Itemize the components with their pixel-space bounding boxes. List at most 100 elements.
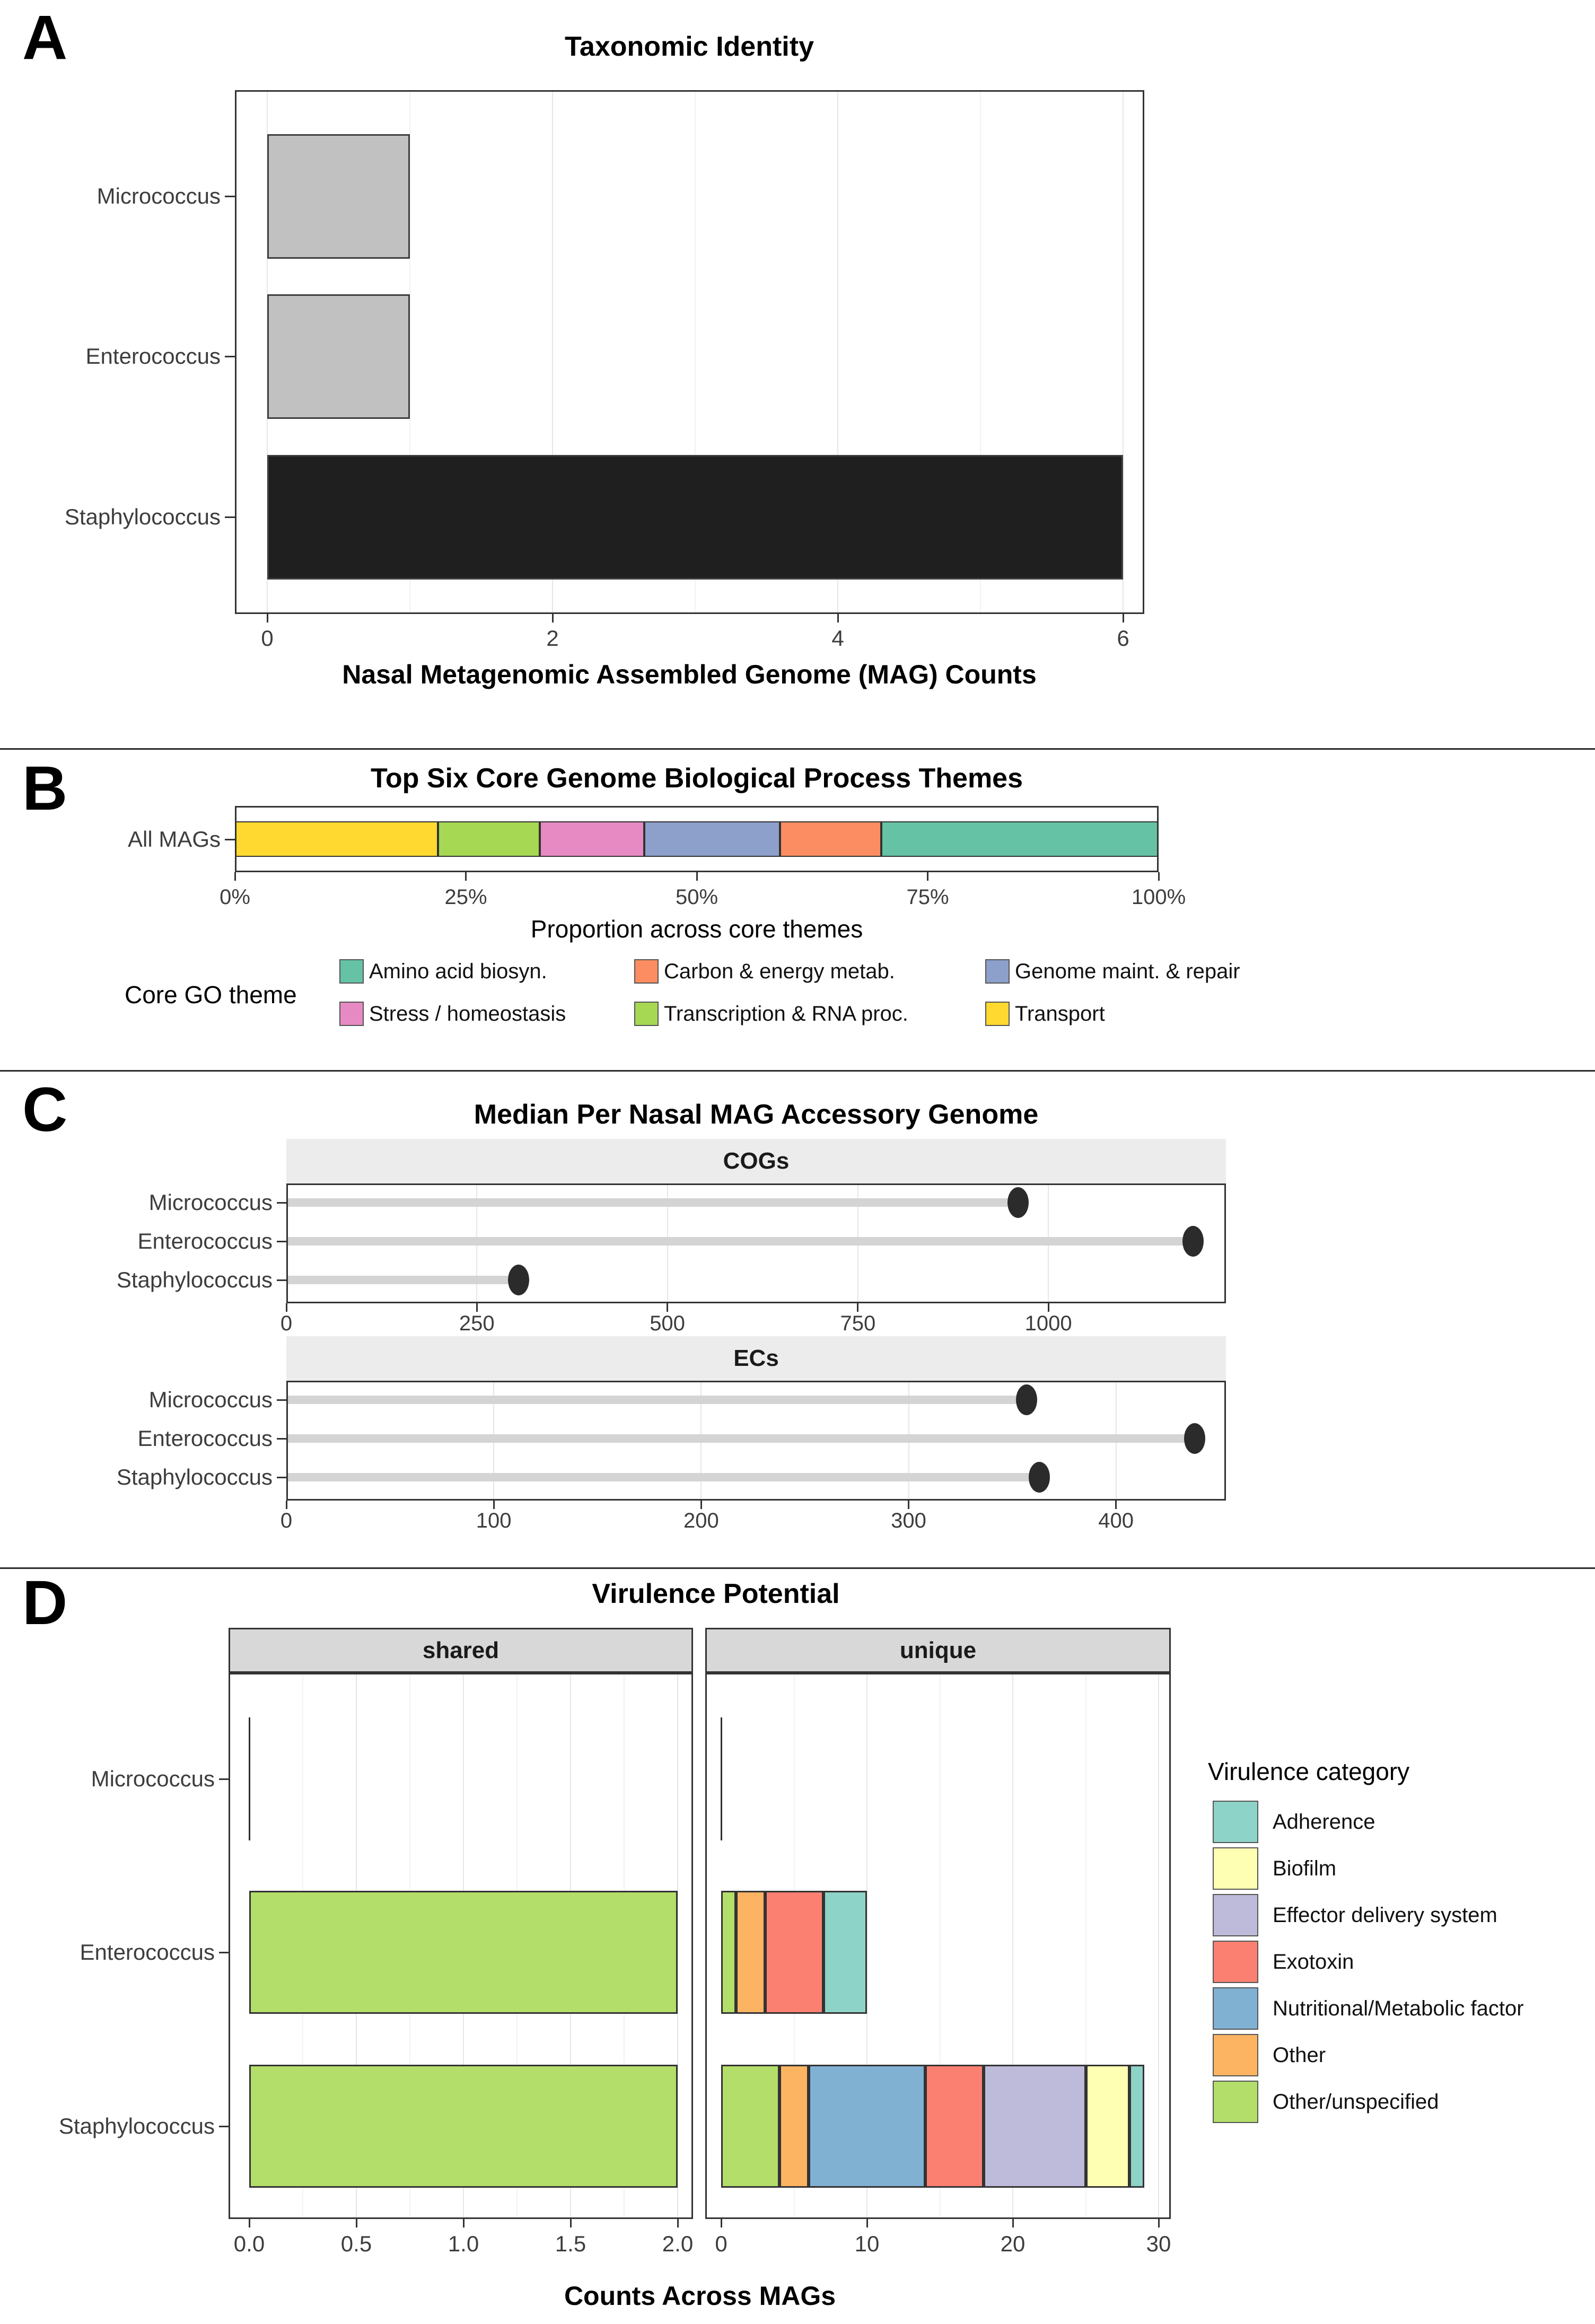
x-tick [248, 2219, 250, 2227]
y-label-micrococcus: Micrococcus [97, 183, 221, 208]
x-tick [234, 872, 236, 881]
y-tick [277, 1240, 286, 1242]
y-tick [219, 1778, 229, 1780]
x-tick-label: 0 [280, 1312, 293, 1335]
legend-key-amino-acid-biosyn- [339, 959, 364, 984]
legend-key-other [1213, 2034, 1258, 2076]
bar-staphylococcus [267, 454, 1123, 580]
gridline-minor [980, 90, 981, 614]
legend-label: Other/unspecified [1273, 2090, 1439, 2113]
x-tick-label: 400 [1098, 1509, 1134, 1532]
x-tick [1012, 2219, 1014, 2227]
legend-label: Exotoxin [1273, 1950, 1354, 1974]
y-tick [219, 1951, 229, 1953]
x-tick-label: 10 [854, 2231, 880, 2256]
legend-key-transcription-rna-proc- [634, 1002, 659, 1026]
x-tick-label: 250 [459, 1312, 495, 1335]
x-tick-label: 200 [683, 1509, 719, 1532]
panel-a-title: Taxonomic Identity [565, 31, 814, 62]
x-tick [285, 1303, 287, 1312]
x-axis-label: Counts Across MAGs [564, 2281, 836, 2311]
x-tick-label: 500 [650, 1312, 685, 1335]
x-tick [569, 2219, 572, 2227]
panel-b-title: Top Six Core Genome Biological Process T… [370, 763, 1023, 794]
x-tick [1115, 1501, 1117, 1509]
legend-label: Effector delivery system [1273, 1904, 1497, 1927]
y-tick [277, 1202, 286, 1204]
gridline-major [552, 90, 553, 614]
facet-strip-label-shared: shared [422, 1637, 499, 1663]
panel-a-border [235, 90, 1144, 614]
legend-label: Biofilm [1273, 1857, 1337, 1880]
x-tick [908, 1501, 909, 1509]
y-label-all-mags: All MAGs [127, 827, 221, 852]
bar-segment-other-unspecified [249, 2065, 678, 2188]
bar-micrococcus [267, 134, 410, 259]
gridline-minor [695, 90, 696, 614]
y-tick [277, 1399, 286, 1401]
zero-bar-micrococcus [248, 1717, 250, 1840]
lollipop-dot-enterococcus [1184, 1423, 1206, 1454]
legend-key-stress-homeostasis [339, 1002, 364, 1026]
x-tick-label: 25% [444, 885, 487, 909]
x-tick-label: 0.0 [233, 2231, 265, 2256]
facet-strip-label-cogs: COGs [723, 1148, 790, 1174]
facet-strip-unique [705, 1628, 1171, 1673]
y-label-enterococcus: Enterococcus [85, 344, 221, 369]
y-tick [225, 516, 235, 518]
segment-transcription-rna-proc- [438, 821, 540, 857]
bar-segment-adherence [1129, 2065, 1144, 2188]
y-label-enterococcus: Enterococcus [80, 1940, 215, 1965]
x-tick-label: 0 [261, 626, 274, 651]
legend-label: Genome maint. & repair [1015, 960, 1240, 983]
x-tick [1047, 1303, 1049, 1312]
lollipop-stem-enterococcus [286, 1434, 1195, 1443]
x-tick [837, 614, 839, 622]
x-tick-label: 1000 [1024, 1312, 1072, 1335]
x-tick [1122, 614, 1124, 622]
panel-a-letter: A [22, 3, 68, 73]
lollipop-stem-staphylococcus [286, 1473, 1039, 1481]
y-tick [225, 195, 235, 197]
facet-border-shared [229, 1673, 693, 2219]
x-tick-label: 50% [675, 885, 718, 909]
x-tick [866, 2219, 868, 2227]
x-tick-label: 0% [220, 885, 250, 909]
x-tick [667, 1303, 669, 1312]
lollipop-stem-micrococcus [286, 1198, 1018, 1207]
bar-segment-other [735, 1891, 765, 2014]
x-tick [355, 2219, 357, 2227]
panel-d-letter: D [22, 1568, 68, 1638]
lollipop-dot-staphylococcus [508, 1265, 530, 1295]
gridline-minor [409, 90, 410, 614]
facet-border-cogs [286, 1183, 1226, 1303]
lollipop-dot-micrococcus [1007, 1187, 1029, 1218]
legend-title-core-go-theme: Core GO theme [125, 981, 297, 1008]
panel-c-letter: C [22, 1075, 68, 1145]
y-tick [277, 1476, 286, 1478]
x-tick [1158, 872, 1160, 881]
bar-segment-effector-delivery-system [984, 2065, 1086, 2188]
x-tick-label: 75% [906, 885, 949, 909]
y-tick [225, 838, 235, 840]
lollipop-dot-micrococcus [1016, 1384, 1038, 1415]
gridline-minor [1085, 1673, 1086, 2219]
segment-stress-homeostasis [539, 821, 644, 857]
x-tick-label: 6 [1117, 626, 1129, 651]
x-tick-label: 1.0 [448, 2231, 479, 2256]
x-tick-label: 0 [715, 2231, 728, 2256]
x-tick-label: 2 [546, 626, 559, 651]
legend-label: Nutritional/Metabolic factor [1273, 1997, 1524, 2020]
bar-segment-exotoxin [765, 1891, 823, 2014]
facet-border-ecs [286, 1381, 1226, 1501]
x-tick [1158, 2219, 1160, 2227]
segment-genome-maint-repair [644, 821, 780, 857]
legend-key-nutritional-metabolic-factor [1213, 1987, 1258, 2030]
bar-segment-biofilm [1085, 2065, 1129, 2188]
x-axis-label: Nasal Metagenomic Assembled Genome (MAG)… [342, 660, 1037, 689]
x-tick [857, 1303, 859, 1312]
legend-key-other-unspecified [1213, 2081, 1258, 2123]
legend-key-transport [985, 1002, 1010, 1026]
bar-segment-nutritional-metabolic-factor [809, 2065, 925, 2188]
